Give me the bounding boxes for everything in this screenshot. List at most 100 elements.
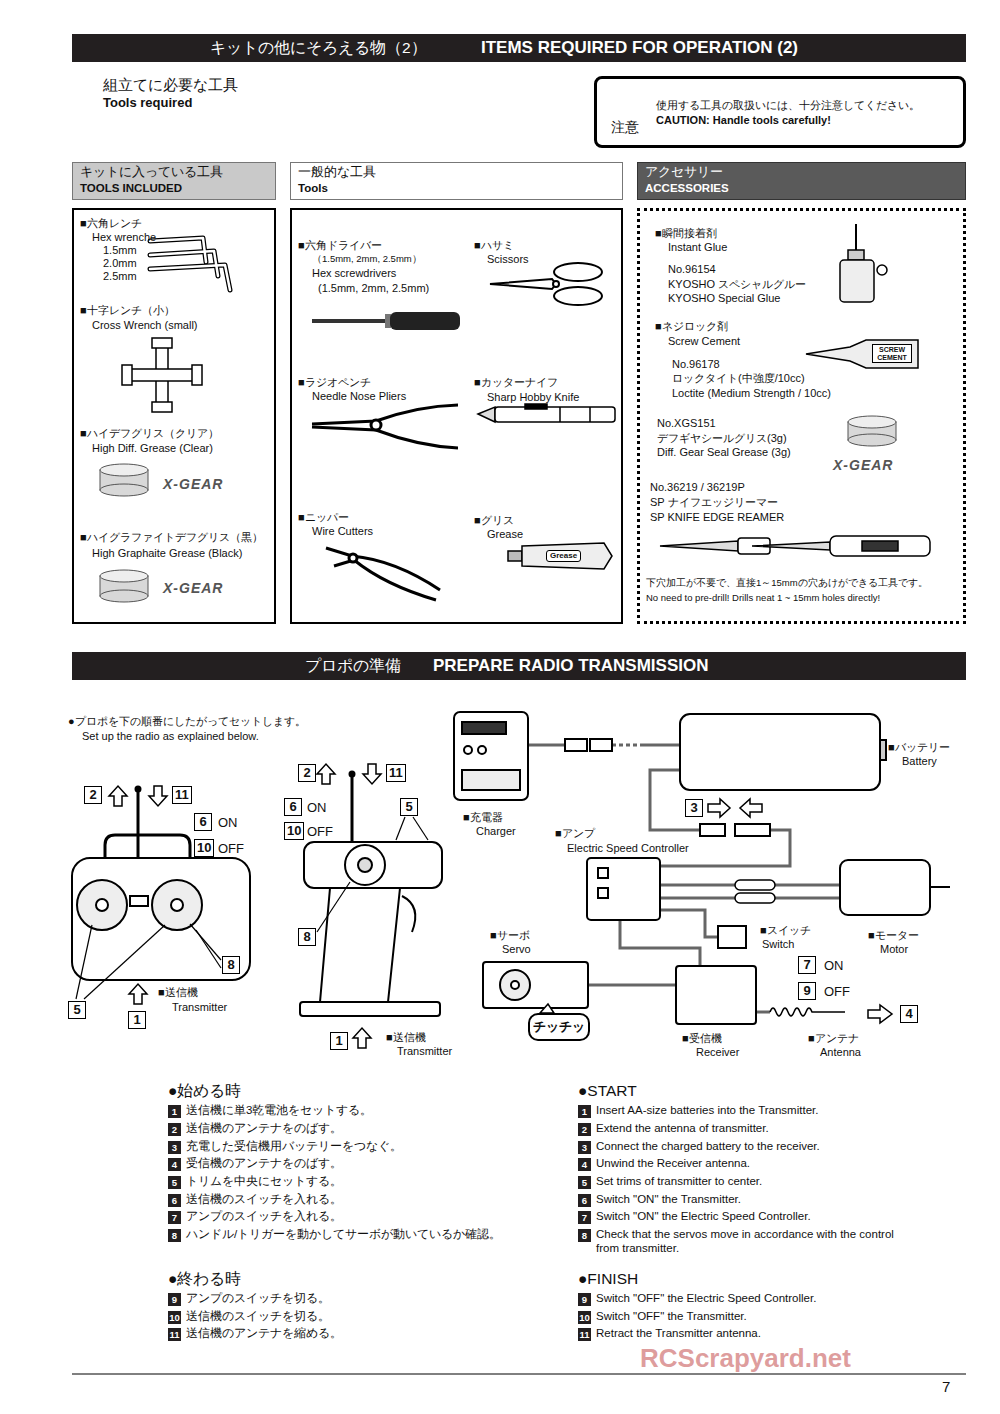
node-text: アクセサリー — [645, 165, 723, 181]
step-number: 9 — [578, 1293, 591, 1306]
node-text: No.XGS151 — [657, 417, 716, 431]
switch — [718, 926, 746, 948]
step-text: Extend the antenna of transmitter. — [596, 1121, 916, 1135]
step-number: 6 — [578, 1194, 591, 1207]
charger — [454, 712, 612, 800]
product-label: SCREW CEMENT — [872, 344, 912, 363]
product-label: Grease — [546, 550, 581, 562]
step-text: 送信機に単3乾電池をセットする。 — [186, 1103, 372, 1117]
node-text: ■ネジロック剤 — [655, 320, 728, 334]
label: ON — [824, 958, 844, 974]
callout-number: 10 — [284, 822, 304, 840]
step-text: Switch "OFF" the Transmitter. — [596, 1309, 916, 1323]
panel-header: キットに入っている工具TOOLS INCLUDED — [72, 162, 276, 200]
node-text: Sharp Hobby Knife — [487, 391, 579, 405]
label: ■アンプ — [555, 827, 595, 841]
step-number: 10 — [168, 1311, 181, 1324]
node-text: Loctite (Medium Strength / 10cc) — [672, 387, 831, 401]
node-text: ■ハサミ — [474, 239, 514, 253]
brand-logo: X-GEAR — [833, 457, 893, 475]
step-text: 充電した受信機用バッテリーをつなぐ。 — [186, 1139, 402, 1153]
node-text: No.96154 — [668, 263, 716, 277]
node-text: デフギヤシールグリス(3g) — [657, 432, 787, 446]
step-number: 1 — [578, 1105, 591, 1118]
stick-transmitter — [72, 786, 250, 1004]
node-text: ■ニッパー — [298, 511, 349, 525]
callout-number: 7 — [798, 956, 816, 974]
callout-number: 3 — [685, 799, 703, 817]
label: OFF — [307, 824, 333, 840]
pistol-transmitter — [300, 764, 442, 1048]
panel-header: アクセサリーACCESSORIES — [637, 162, 966, 200]
node-text: Tools — [298, 181, 328, 195]
label: OFF — [218, 841, 244, 857]
hobby-knife — [478, 404, 615, 422]
step-text: トリムを中央にセットする。 — [186, 1174, 342, 1188]
node-text: 一般的な工具 — [298, 165, 376, 181]
node-text: SP KNIFE EDGE REAMER — [650, 511, 784, 525]
node-text: ACCESSORIES — [645, 181, 729, 195]
step-number: 2 — [168, 1123, 181, 1136]
node-text: KYOSHO Special Glue — [668, 292, 781, 306]
step-number: 3 — [168, 1141, 181, 1154]
step-number: 11 — [578, 1328, 591, 1341]
step-number: 4 — [578, 1158, 591, 1171]
title-band: キットの他にそろえる物（2）ITEMS REQUIRED FOR OPERATI… — [72, 34, 966, 62]
callout-number: 8 — [222, 956, 240, 974]
cross-wrench — [122, 338, 202, 412]
step-text: アンプのスイッチを入れる。 — [186, 1209, 342, 1223]
label: Charger — [476, 825, 516, 839]
node-text: 下穴加工が不要で、直接1～15mmの穴あけができる工具です。 — [646, 577, 928, 589]
step-number: 7 — [578, 1211, 591, 1224]
node-text: ■グリス — [474, 514, 514, 528]
label: Set up the radio as explained below. — [82, 730, 259, 744]
caution-box: 注意使用する工具の取扱いには、十分注意してください。CAUTION: Handl… — [594, 76, 966, 148]
label: Tools required — [103, 95, 192, 111]
step-text: 受信機のアンテナをのばす。 — [186, 1156, 342, 1170]
label: ■送信機 — [158, 986, 198, 1000]
node-text: チッチッ — [533, 1019, 585, 1035]
callout-number: 4 — [900, 1005, 918, 1023]
node-text: 注意 — [611, 119, 639, 137]
screw-cement-tube — [806, 340, 918, 368]
label: ●プロポを下の順番にしたがってセットします。 — [68, 715, 306, 729]
node-text: Screw Cement — [668, 335, 740, 349]
label: Motor — [880, 943, 908, 957]
grease-tube — [508, 543, 612, 569]
section-heading: ●始める時 — [168, 1081, 241, 1100]
glue-bottle — [840, 224, 887, 302]
step-text: Retract the Transmitter antenna. — [596, 1326, 916, 1340]
node-text: No.96178 — [672, 358, 720, 372]
step-number: 6 — [168, 1194, 181, 1207]
callout-number: 6 — [284, 798, 302, 816]
node-text: Hex wrenche — [92, 231, 156, 245]
label: ■受信機 — [682, 1032, 722, 1046]
step-text: Unwind the Receiver antenna. — [596, 1156, 916, 1170]
node-text: キットの他にそろえる物（2） — [210, 38, 427, 57]
node-text: ■十字レンチ（小） — [80, 304, 175, 318]
step-text: Connect the charged battery to the recei… — [596, 1139, 916, 1153]
callout-number: 2 — [298, 764, 316, 782]
node-text: ■ラジオペンチ — [298, 376, 371, 390]
node-text: Wire Cutters — [312, 525, 373, 539]
callout-number: 5 — [68, 1001, 86, 1019]
node-text: キットに入っている工具 — [80, 165, 223, 181]
step-text: Switch "OFF" the Electric Speed Controll… — [596, 1291, 916, 1305]
node-text: Diff. Gear Seal Grease (3g) — [657, 446, 791, 460]
label: ■送信機 — [386, 1031, 426, 1045]
node-text: 使用する工具の取扱いには、十分注意してください。 — [656, 99, 920, 113]
label: ON — [218, 815, 238, 831]
step-number: 9 — [168, 1293, 181, 1306]
scissors — [490, 263, 602, 305]
label: OFF — [824, 984, 850, 1000]
node-text: Cross Wrench (small) — [92, 319, 198, 333]
node-text: No.36219 / 36219P — [650, 481, 745, 495]
node-text: ■ハイデフグリス（クリア） — [80, 427, 219, 441]
footer-rule — [72, 1374, 966, 1375]
step-text: アンプのスイッチを切る。 — [186, 1291, 330, 1305]
step-number: 8 — [578, 1229, 591, 1242]
step-number: 10 — [578, 1311, 591, 1324]
step-text: 送信機のアンテナをのばす。 — [186, 1121, 342, 1135]
step-text: 送信機のアンテナを縮める。 — [186, 1326, 342, 1340]
